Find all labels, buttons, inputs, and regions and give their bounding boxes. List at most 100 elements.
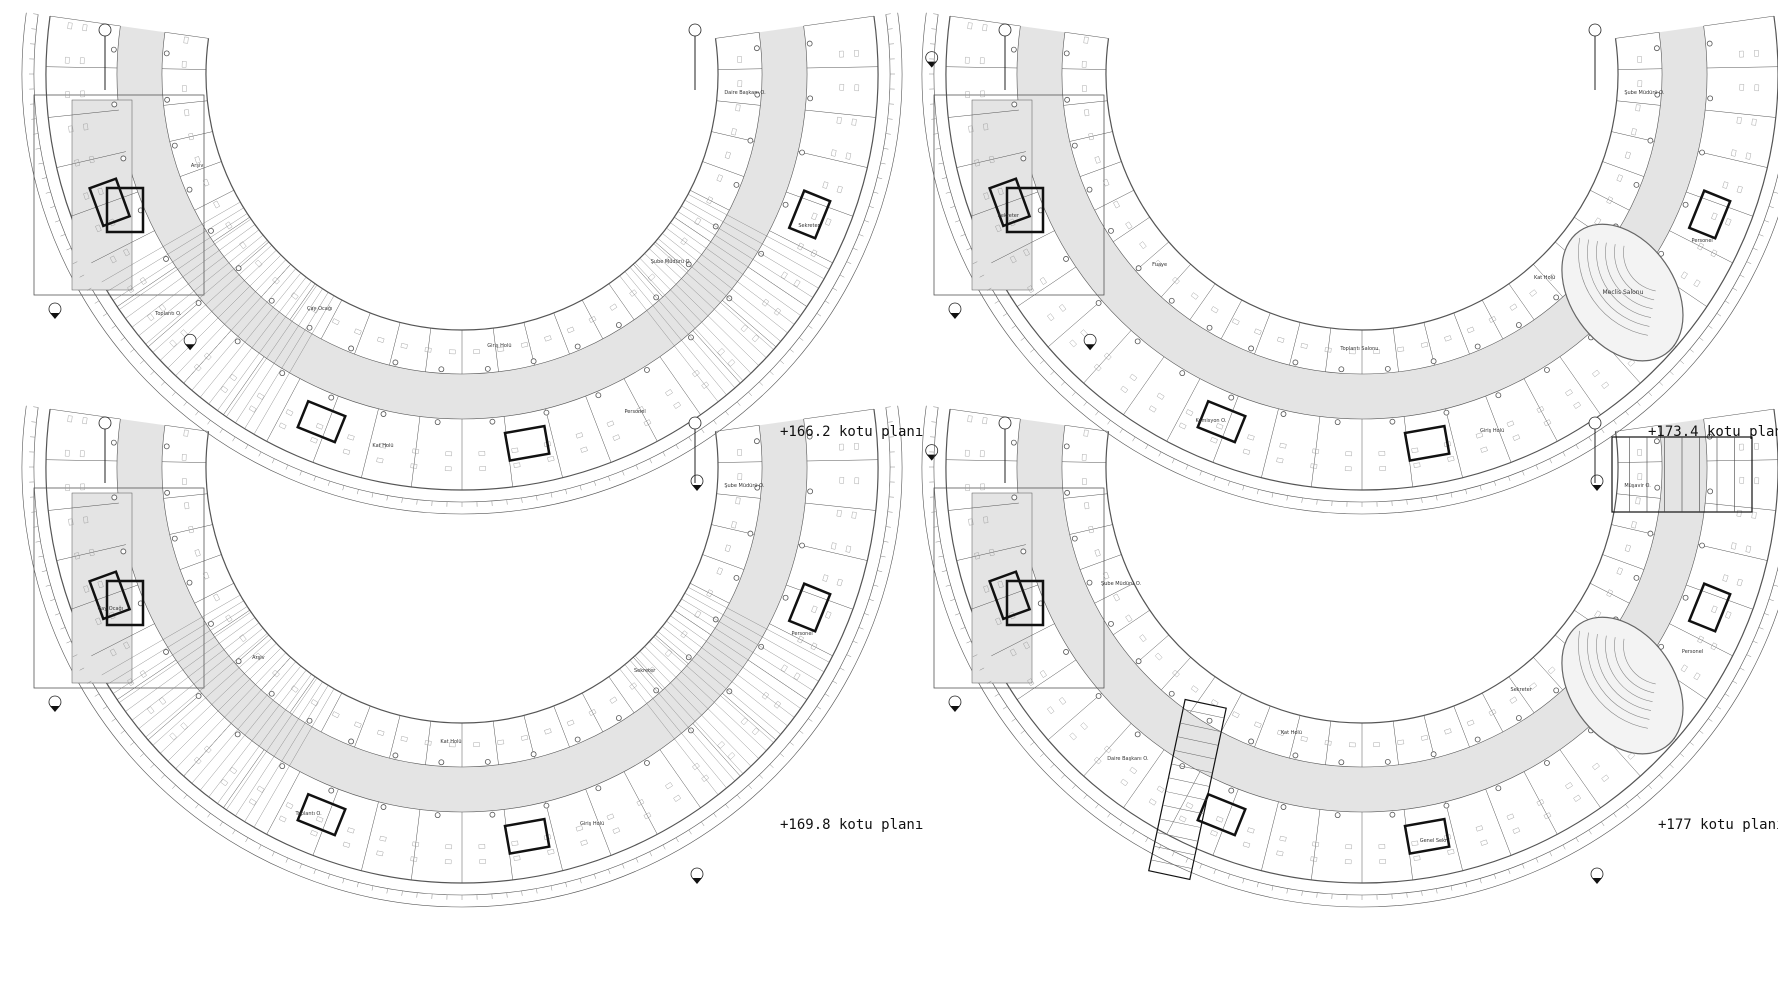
section-marker-icon xyxy=(688,23,702,37)
room-label: Genel Sekr. xyxy=(1419,837,1449,844)
room-label: Müşavir O. xyxy=(1624,483,1651,490)
partition xyxy=(389,715,401,759)
column xyxy=(1011,494,1018,501)
partition xyxy=(312,788,339,856)
desk xyxy=(1102,178,1110,187)
desk xyxy=(727,359,736,367)
section-arrow-icon xyxy=(692,878,702,885)
room-label: Kat Holü xyxy=(372,442,394,449)
dimension-tick xyxy=(86,680,92,684)
atrium-stair-line xyxy=(662,233,788,334)
partition xyxy=(1705,502,1776,511)
atrium-stair-line xyxy=(101,594,241,676)
dimension-tick xyxy=(521,497,523,503)
desk xyxy=(248,798,257,806)
atrium-stair-line xyxy=(125,617,256,712)
column xyxy=(1064,489,1071,496)
partition xyxy=(354,312,371,355)
dimension-tick xyxy=(1479,485,1482,491)
desk xyxy=(1573,794,1582,802)
wall-arc xyxy=(21,12,903,515)
dimension-tick xyxy=(966,247,972,251)
desk xyxy=(1637,449,1642,456)
desk xyxy=(254,652,263,661)
plan-title-1: +166.2 kotu planı xyxy=(780,424,924,440)
column xyxy=(268,297,275,304)
atrium-stair-line xyxy=(674,609,807,700)
desk xyxy=(810,249,818,258)
desk xyxy=(740,717,749,726)
core-stair-box xyxy=(1687,582,1732,633)
desk xyxy=(1231,318,1240,326)
desk xyxy=(983,192,990,200)
partition xyxy=(805,109,876,118)
column xyxy=(644,367,650,373)
desk xyxy=(965,484,970,491)
partition xyxy=(1311,809,1321,880)
desk xyxy=(1736,509,1742,517)
desk xyxy=(980,483,985,491)
partition xyxy=(1523,378,1558,442)
dimension-tick xyxy=(1030,348,1035,353)
desk xyxy=(983,516,989,524)
partition xyxy=(702,161,744,177)
dimension-tick xyxy=(931,28,937,30)
desk xyxy=(74,159,80,167)
dimension-tick xyxy=(1171,851,1175,857)
desk xyxy=(256,785,265,793)
dimension-tick xyxy=(1535,464,1539,470)
desk xyxy=(731,128,737,136)
column xyxy=(1654,484,1661,491)
partition xyxy=(425,328,432,372)
dimension-tick xyxy=(1316,892,1318,898)
desk xyxy=(1547,273,1556,282)
column xyxy=(1020,155,1027,162)
dimension-tick xyxy=(1406,499,1408,505)
dimension-tick xyxy=(55,220,60,223)
dimension-tick xyxy=(1257,882,1259,888)
partition xyxy=(1064,32,1109,39)
partition xyxy=(1559,749,1601,808)
partition xyxy=(702,554,744,570)
column xyxy=(195,693,202,699)
core-stair-box xyxy=(296,399,347,444)
atrium-stair-line xyxy=(634,655,744,774)
desk xyxy=(1093,363,1102,372)
desk xyxy=(580,839,588,846)
desk xyxy=(181,454,187,461)
wall-arc xyxy=(933,14,1778,503)
dimension-tick xyxy=(31,28,37,30)
dimension-tick xyxy=(1699,337,1704,341)
desk xyxy=(1172,669,1180,678)
dimension-tick xyxy=(1575,444,1579,450)
dimension-tick xyxy=(1271,492,1274,498)
column xyxy=(806,40,813,47)
column xyxy=(782,594,789,601)
desk xyxy=(854,443,859,450)
partition xyxy=(312,395,339,463)
column xyxy=(1706,40,1713,47)
dimension-tick xyxy=(779,753,784,757)
desk xyxy=(1069,339,1077,348)
column xyxy=(392,752,399,759)
desk xyxy=(376,850,384,857)
partition xyxy=(1698,151,1768,168)
atrium-stair-line xyxy=(662,626,788,727)
column xyxy=(111,101,118,108)
partition xyxy=(1047,300,1102,348)
desk xyxy=(183,429,189,437)
partition xyxy=(164,425,209,432)
dimension-tick xyxy=(994,693,1000,697)
desk xyxy=(810,642,818,651)
desk xyxy=(1475,825,1484,832)
desk xyxy=(1088,132,1094,141)
desk xyxy=(1697,635,1704,644)
section-marker-icon xyxy=(98,23,112,37)
desk xyxy=(229,373,238,382)
dimension-tick xyxy=(960,627,966,630)
column xyxy=(1384,365,1391,372)
dimension-tick xyxy=(955,220,960,223)
atrium-stair-line xyxy=(639,651,752,767)
atrium-stair-line xyxy=(226,677,318,810)
partition xyxy=(1706,459,1778,462)
